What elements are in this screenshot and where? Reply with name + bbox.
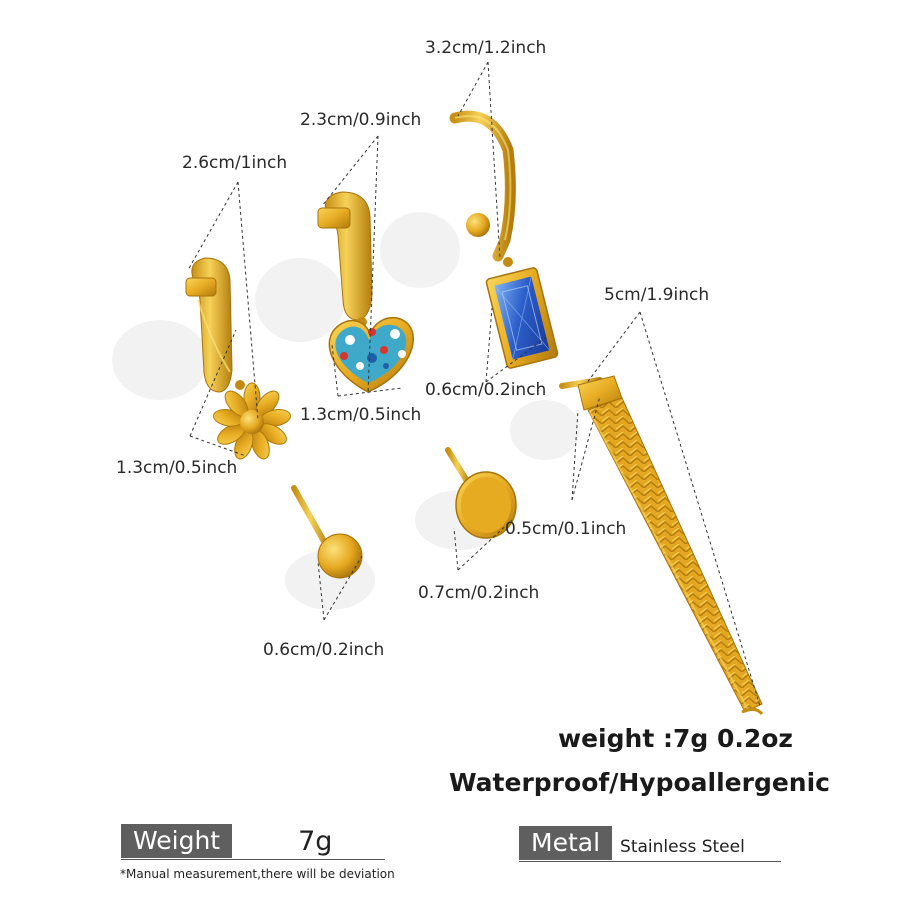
spec-weight-value: 7g	[298, 825, 333, 857]
heart-charm	[328, 316, 414, 393]
flower-hoop-earring	[185, 257, 291, 460]
measurement-cuff-height: 3.2cm/1.2inch	[425, 38, 547, 58]
spec-metal-label: Metal	[519, 826, 613, 860]
spec-metal-rule	[519, 861, 781, 862]
heart-hoop-earring	[317, 191, 414, 393]
weight-note: weight :7g 0.2oz	[558, 724, 793, 753]
measurement-gem-width: 0.6cm/0.2inch	[425, 380, 547, 400]
features-note: Waterproof/Hypoallergenic	[449, 768, 830, 797]
spec-metal: Metal Stainless Steel	[519, 826, 781, 862]
measurement-heart-hoop-height: 2.3cm/0.9inch	[300, 110, 422, 130]
spec-weight-rule	[121, 859, 385, 860]
measurement-ball-width: 0.6cm/0.2inch	[263, 640, 385, 660]
shadows	[112, 212, 580, 610]
measurement-flower-width: 1.3cm/0.5inch	[116, 458, 238, 478]
measurement-heart-width: 1.3cm/0.5inch	[300, 405, 422, 425]
tassel-earring	[559, 375, 764, 715]
spec-weight-label: Weight	[121, 824, 233, 858]
spec-metal-value: Stainless Steel	[620, 837, 745, 857]
footnote: *Manual measurement,there will be deviat…	[120, 867, 395, 881]
measurement-tassel-length: 5cm/1.9inch	[604, 285, 710, 305]
measurement-flower-hoop-height: 2.6cm/1inch	[182, 153, 288, 173]
measurement-tassel-top-width: 0.5cm/0.1inch	[505, 519, 627, 539]
spec-weight: Weight 7g	[121, 824, 385, 860]
measurement-disc-width: 0.7cm/0.2inch	[418, 583, 540, 603]
disc-stud-earring	[445, 447, 517, 539]
cuff-gem-earring	[449, 110, 559, 369]
measurement-lines	[187, 61, 761, 707]
blue-gem-charm	[485, 267, 559, 369]
flower-charm	[213, 382, 291, 460]
